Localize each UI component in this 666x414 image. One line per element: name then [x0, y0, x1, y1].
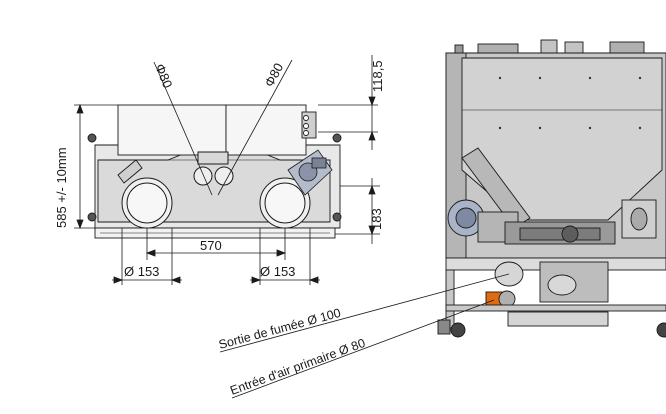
fan-unit — [287, 149, 333, 196]
pipe-right-label: Φ80 — [261, 60, 286, 89]
left-stub — [117, 159, 143, 184]
width-label: 570 — [200, 238, 222, 253]
air-inlet-label: Entrée d'air primaire Ø 80 — [228, 336, 367, 398]
diameter-right-label: Ø 153 — [260, 264, 295, 279]
top-fitting-4 — [609, 41, 645, 55]
smoke-outlet-label: Sortie de fumée Ø 100 — [217, 306, 342, 352]
height-dimension — [74, 103, 118, 230]
top-fitting-2 — [540, 39, 558, 55]
diameter-left-label: Ø 153 — [124, 264, 159, 279]
wheel-right — [656, 322, 666, 338]
leg-left — [445, 269, 455, 329]
wheel-left — [450, 322, 466, 338]
top-offset-label: 118,5 — [370, 60, 385, 92]
top-offset-dimension — [318, 55, 378, 150]
width-dimension — [145, 228, 287, 260]
pipe-leaders — [153, 59, 293, 196]
pipe-circles — [121, 151, 311, 229]
hopper — [461, 57, 663, 221]
diameter-dimensions — [112, 228, 320, 285]
control-boxes — [117, 104, 317, 156]
side-offset-label: 183 — [369, 208, 384, 230]
annotation-leaders — [219, 273, 510, 399]
top-fitting-1 — [477, 43, 519, 55]
top-fitting-3 — [564, 41, 584, 55]
side-view — [437, 39, 666, 338]
height-label: 585 +/- 10mm — [54, 147, 69, 228]
pipe-left-label: Φ80 — [152, 62, 175, 91]
front-view: 585 +/- 10mm 118,5 183 — [54, 55, 385, 285]
frame-bar — [445, 304, 666, 312]
feed-auger — [461, 147, 531, 229]
